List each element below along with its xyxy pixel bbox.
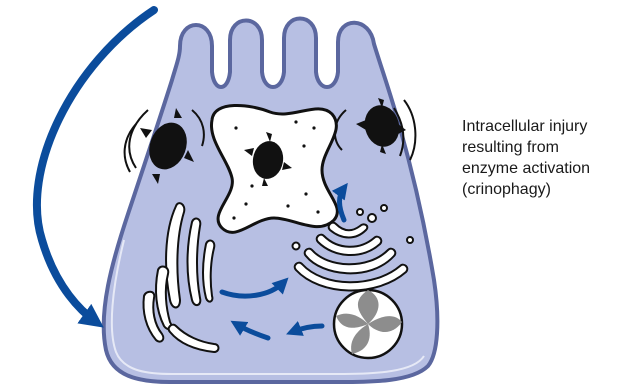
annotation-line: (crinophagy): [462, 179, 642, 200]
annotation-line: enzyme activation: [462, 158, 642, 179]
annotation-line: Intracellular injury: [462, 116, 642, 137]
annotation-text: Intracellular injury resulting from enzy…: [462, 116, 642, 200]
autophagic-vacuole: [211, 105, 337, 232]
zymogen-granule-grey: [334, 290, 402, 358]
annotation-line: resulting from: [462, 137, 642, 158]
